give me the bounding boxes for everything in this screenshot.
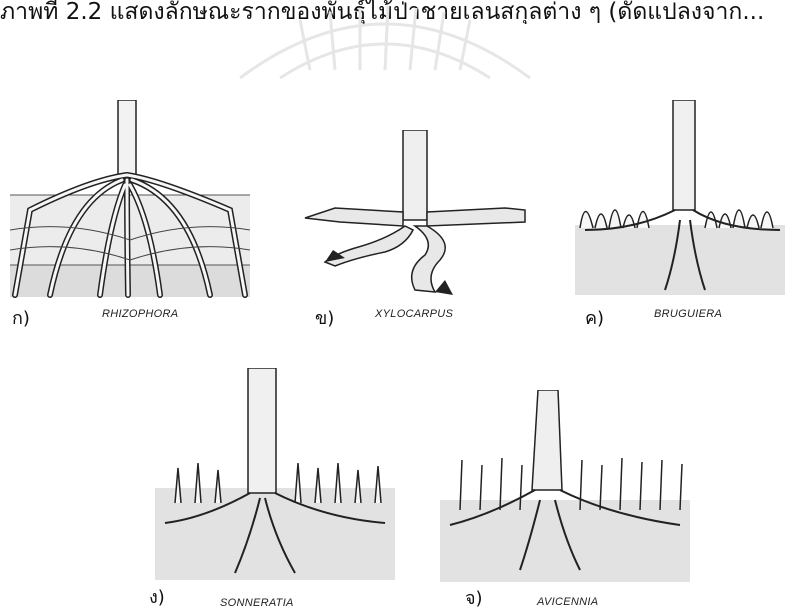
rhizophora-illustration bbox=[10, 100, 250, 300]
panel-xylocarpus: ข) XYLOCARPUS bbox=[295, 130, 535, 300]
bruguiera-illustration bbox=[575, 100, 785, 300]
panel-sonneratia: ง) SONNERATIA bbox=[155, 368, 395, 583]
panel-letter: จ) bbox=[465, 583, 483, 612]
panel-rhizophora: ก) RHIZOPHORA bbox=[10, 100, 250, 300]
panel-letter: ก) bbox=[12, 303, 30, 332]
xylocarpus-illustration bbox=[295, 130, 535, 300]
sonneratia-illustration bbox=[155, 368, 395, 583]
panel-letter: ค) bbox=[585, 303, 604, 332]
panel-letter: ข) bbox=[315, 303, 334, 332]
university-watermark bbox=[220, 0, 550, 80]
avicennia-illustration bbox=[440, 390, 690, 585]
genus-label: AVICENNIA bbox=[537, 596, 598, 608]
genus-label: SONNERATIA bbox=[220, 597, 294, 609]
panel-bruguiera: ค) BRUGUIERA bbox=[575, 100, 785, 300]
genus-label: XYLOCARPUS bbox=[375, 308, 453, 320]
genus-label: BRUGUIERA bbox=[654, 308, 722, 320]
genus-label: RHIZOPHORA bbox=[102, 308, 178, 320]
panel-avicennia: จ) AVICENNIA bbox=[440, 390, 690, 585]
panel-letter: ง) bbox=[149, 582, 165, 611]
